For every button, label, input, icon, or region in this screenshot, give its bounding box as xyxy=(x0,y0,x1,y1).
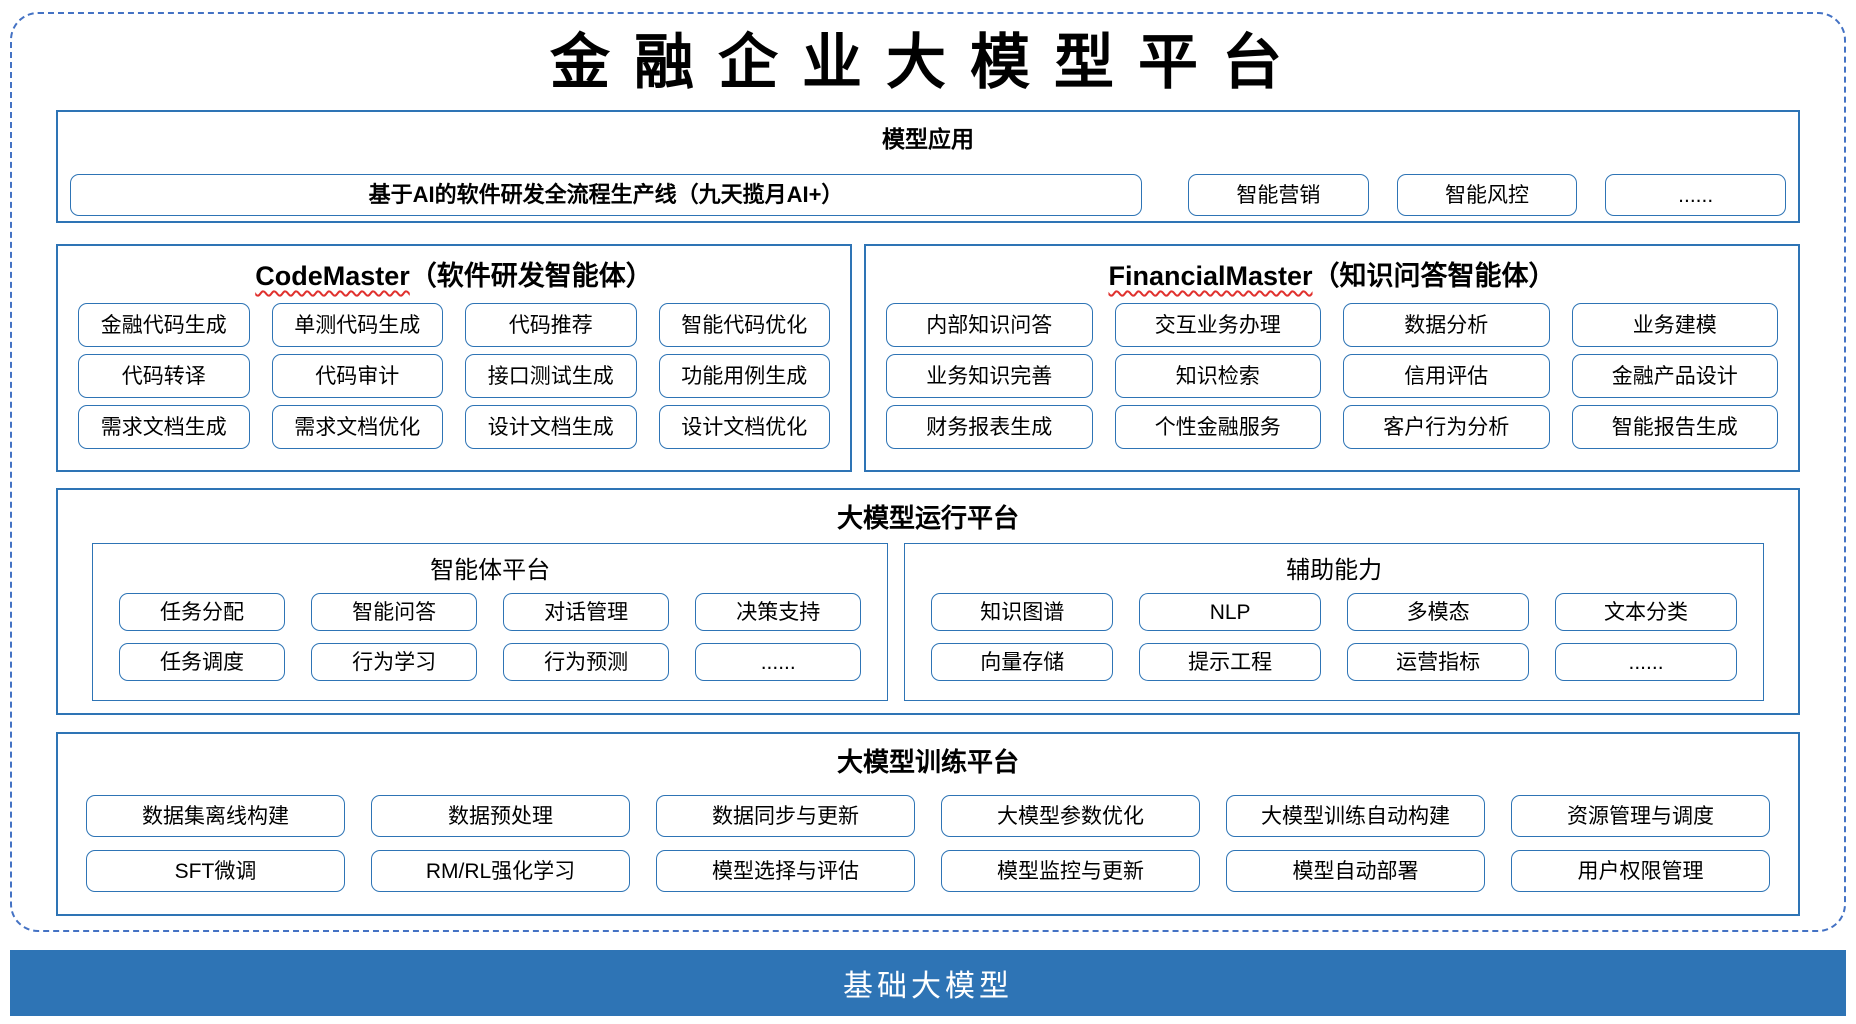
capability-box: 大模型训练自动构建 xyxy=(1226,795,1485,837)
model-applications-row: 基于AI的软件研发全流程生产线（九天揽月AI+） 智能营销 智能风控 .....… xyxy=(58,154,1798,216)
capability-box: 模型监控与更新 xyxy=(941,850,1200,892)
base-model-bar: 基础大模型 xyxy=(10,950,1846,1016)
section-training-platform: 大模型训练平台 数据集离线构建 数据预处理 数据同步与更新 大模型参数优化 大模… xyxy=(56,732,1800,916)
runtime-heading: 大模型运行平台 xyxy=(836,503,1019,533)
capability-box: 个性金融服务 xyxy=(1114,405,1321,449)
capability-box: 代码审计 xyxy=(271,354,443,398)
capability-box: SFT微调 xyxy=(86,850,345,892)
capability-box: 文本分类 xyxy=(1555,593,1737,631)
capability-box: 资源管理与调度 xyxy=(1511,795,1770,837)
capability-box: 智能代码优化 xyxy=(658,303,830,347)
capability-box: 代码转译 xyxy=(78,354,250,398)
model-applications-heading: 模型应用 xyxy=(882,126,974,152)
capability-box: 对话管理 xyxy=(503,593,670,631)
capability-box: 设计文档优化 xyxy=(658,405,830,449)
app-box-ellipsis: ...... xyxy=(1605,174,1787,216)
capability-box: 大模型参数优化 xyxy=(941,795,1200,837)
capability-box: 财务报表生成 xyxy=(886,405,1093,449)
subsection-auxiliary-capabilities: 辅助能力 知识图谱 NLP 多模态 文本分类 向量存储 提示工程 运营指标 ..… xyxy=(904,543,1764,701)
capability-box: 模型自动部署 xyxy=(1226,850,1485,892)
capability-box: 信用评估 xyxy=(1343,354,1550,398)
codemaster-heading-en: CodeMaster xyxy=(255,261,410,291)
capability-box-ellipsis: ...... xyxy=(695,643,862,681)
training-heading: 大模型训练平台 xyxy=(836,747,1019,777)
codemaster-heading-zh: （软件研发智能体） xyxy=(409,261,653,291)
capability-box: 单测代码生成 xyxy=(271,303,443,347)
capability-box: 行为预测 xyxy=(503,643,670,681)
capability-box: 金融产品设计 xyxy=(1571,354,1778,398)
capability-box: 任务调度 xyxy=(119,643,286,681)
outer-dashed-frame: 金融企业大模型平台 模型应用 基于AI的软件研发全流程生产线（九天揽月AI+） … xyxy=(10,12,1846,932)
capability-box: 运营指标 xyxy=(1347,643,1530,681)
capability-box: 智能报告生成 xyxy=(1571,405,1778,449)
capability-box: NLP xyxy=(1139,593,1322,631)
capability-box: 数据分析 xyxy=(1343,303,1550,347)
capability-box: 数据预处理 xyxy=(371,795,630,837)
section-codemaster: CodeMaster（软件研发智能体） 金融代码生成 单测代码生成 代码推荐 智… xyxy=(56,244,852,472)
capability-box: 行为学习 xyxy=(311,643,478,681)
base-model-label: 基础大模型 xyxy=(843,970,1013,1003)
app-box-ai-pipeline: 基于AI的软件研发全流程生产线（九天揽月AI+） xyxy=(70,174,1142,216)
section-model-applications: 模型应用 基于AI的软件研发全流程生产线（九天揽月AI+） 智能营销 智能风控 … xyxy=(56,110,1800,223)
capability-box: RM/RL强化学习 xyxy=(371,850,630,892)
capability-box: 设计文档生成 xyxy=(465,405,637,449)
agents-row: CodeMaster（软件研发智能体） 金融代码生成 单测代码生成 代码推荐 智… xyxy=(56,244,1800,472)
capability-box: 向量存储 xyxy=(931,643,1114,681)
aux-capabilities-heading: 辅助能力 xyxy=(1286,557,1383,584)
subsection-agent-platform: 智能体平台 任务分配 智能问答 对话管理 决策支持 任务调度 行为学习 行为预测… xyxy=(92,543,889,701)
agent-platform-grid: 任务分配 智能问答 对话管理 决策支持 任务调度 行为学习 行为预测 .....… xyxy=(93,585,887,681)
capability-box: 提示工程 xyxy=(1139,643,1322,681)
app-box: 智能风控 xyxy=(1396,174,1578,216)
capability-box: 接口测试生成 xyxy=(465,354,637,398)
capability-box: 业务建模 xyxy=(1571,303,1778,347)
capability-box: 数据同步与更新 xyxy=(656,795,915,837)
capability-box: 多模态 xyxy=(1347,593,1530,631)
capability-box: 内部知识问答 xyxy=(886,303,1093,347)
capability-box: 知识图谱 xyxy=(931,593,1114,631)
codemaster-heading: CodeMaster（软件研发智能体） xyxy=(58,246,850,293)
capability-box: 代码推荐 xyxy=(465,303,637,347)
capability-box: 交互业务办理 xyxy=(1114,303,1321,347)
capability-box: 需求文档生成 xyxy=(78,405,250,449)
capability-box: 模型选择与评估 xyxy=(656,850,915,892)
app-box: 智能营销 xyxy=(1188,174,1369,216)
capability-box: 知识检索 xyxy=(1114,354,1321,398)
capability-box: 用户权限管理 xyxy=(1511,850,1770,892)
aux-capabilities-grid: 知识图谱 NLP 多模态 文本分类 向量存储 提示工程 运营指标 ...... xyxy=(905,585,1763,681)
capability-box: 客户行为分析 xyxy=(1343,405,1550,449)
runtime-row: 智能体平台 任务分配 智能问答 对话管理 决策支持 任务调度 行为学习 行为预测… xyxy=(58,535,1798,701)
capability-box: 需求文档优化 xyxy=(271,405,443,449)
capability-box: 业务知识完善 xyxy=(886,354,1093,398)
financialmaster-heading: FinancialMaster（知识问答智能体） xyxy=(866,246,1798,293)
capability-box: 金融代码生成 xyxy=(78,303,250,347)
capability-box: 任务分配 xyxy=(119,593,286,631)
financialmaster-heading-zh: （知识问答智能体） xyxy=(1312,261,1556,291)
capability-box: 数据集离线构建 xyxy=(86,795,345,837)
capability-box-ellipsis: ...... xyxy=(1555,643,1737,681)
codemaster-grid: 金融代码生成 单测代码生成 代码推荐 智能代码优化 代码转译 代码审计 接口测试… xyxy=(58,293,850,449)
section-runtime-platform: 大模型运行平台 智能体平台 任务分配 智能问答 对话管理 决策支持 任务调度 行… xyxy=(56,488,1800,715)
training-grid: 数据集离线构建 数据预处理 数据同步与更新 大模型参数优化 大模型训练自动构建 … xyxy=(58,779,1798,892)
capability-box: 决策支持 xyxy=(695,593,862,631)
financialmaster-heading-en: FinancialMaster xyxy=(1108,261,1313,291)
section-financialmaster: FinancialMaster（知识问答智能体） 内部知识问答 交互业务办理 数… xyxy=(864,244,1800,472)
capability-box: 功能用例生成 xyxy=(658,354,830,398)
agent-platform-heading: 智能体平台 xyxy=(430,557,551,584)
diagram-title: 金融企业大模型平台 xyxy=(550,28,1306,98)
financialmaster-grid: 内部知识问答 交互业务办理 数据分析 业务建模 业务知识完善 知识检索 信用评估… xyxy=(866,293,1798,449)
capability-box: 智能问答 xyxy=(311,593,478,631)
